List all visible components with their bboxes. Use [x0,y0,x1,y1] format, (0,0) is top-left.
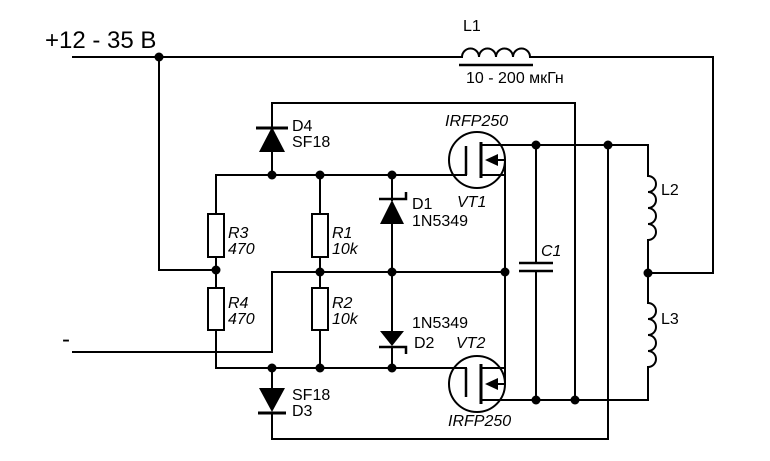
junction-dot [531,395,541,405]
wire-top-rail-right-to-center-tap [529,56,714,274]
junction-dot [387,170,397,180]
c1-ref-label: C1 [541,243,561,260]
d2-cathode-bar [379,345,408,354]
junction-dot [387,267,397,277]
vt2-ref-label: VT2 [456,335,485,352]
l2-coil [646,174,657,242]
r4-ref-label: R4 [228,295,249,312]
wire-gate1-to-drain2-link [271,102,576,401]
wire-gate2-to-drain1-link [271,144,609,440]
junction-dot [500,267,510,277]
inductor-L3: L3 [646,301,679,369]
vt1-value-label: IRFP250 [445,113,508,130]
vt1-source-arrow [485,154,498,166]
r1-ref-label: R1 [332,225,352,242]
d4-ref-label: D4 [292,118,313,135]
mosfet-VT1: IRFP250 VT1 [445,113,508,211]
d1-value-label: 1N5349 [412,213,468,230]
d1-cathode-bar [379,192,408,201]
d3-ref-label: D3 [292,403,313,420]
d1-ref-label: D1 [412,196,433,213]
l1-coil [460,47,532,59]
r3-body [207,213,225,258]
diode-D3: SF18 D3 [258,387,330,420]
l1-ref-label: L1 [463,18,481,35]
d4-value-label: SF18 [292,134,330,151]
junction-dot [570,395,580,405]
l3-ref-label: L3 [661,311,679,328]
vt2-value-label: IRFP250 [448,413,511,430]
resistor-R4: R4 470 [207,287,255,331]
d3-triangle [259,388,285,412]
wire-drain1-rail [480,144,649,177]
r2-value-label: 10k [332,311,359,328]
mosfet-VT2: VT2 IRFP250 [448,335,511,430]
r2-ref-label: R2 [332,295,353,312]
junction-dot [603,140,613,150]
inductor-L2: L2 [646,174,679,242]
junction-dot [387,363,397,373]
r3-ref-label: R3 [228,225,249,242]
inductor-L1: L1 10 - 200 мкГн [459,18,564,87]
vt2-arrow-tail [496,367,506,385]
r2-body [311,287,329,331]
diode-D4: D4 SF18 [256,118,330,152]
junction-dot [154,52,164,62]
d3-value-label: SF18 [292,387,330,404]
junction-dot [211,265,221,275]
vt2-source-arrow [485,378,498,390]
l1-value-label: 10 - 200 мкГн [466,70,564,87]
junction-dot [315,267,325,277]
junction-dot [267,363,277,373]
r1-body [311,213,329,258]
junction-dot [267,170,277,180]
resistor-R2: R2 10k [311,287,359,331]
d1-triangle [380,200,404,224]
l3-coil [646,301,657,369]
d2-triangle [380,331,404,346]
d4-triangle [259,127,285,152]
junction-dot [315,170,325,180]
d2-value-label: 1N5349 [412,315,468,332]
r3-value-label: 470 [228,241,255,258]
vt1-arrow-tail [496,159,506,176]
d2-ref-label: D2 [414,335,435,352]
resistor-R3: R3 470 [207,213,255,258]
resistor-R1: R1 10k [311,213,359,258]
vt1-ref-label: VT1 [457,194,486,211]
positive-rail-label: +12 - 35 В [45,27,156,54]
zener-D2: 1N5349 D2 [379,315,468,354]
junction-dot [315,363,325,373]
junction-dot [531,140,541,150]
wires [72,56,714,440]
negative-rail-label: - [62,326,70,353]
junction-dot [643,268,653,278]
r4-value-label: 470 [228,311,255,328]
wire-drain2-line [480,366,649,401]
zener-D1: D1 1N5349 [379,192,468,230]
junction-dots [154,52,653,405]
r4-body [207,287,225,331]
capacitor-C1: C1 [519,243,561,273]
wire-positive-feed [158,56,217,271]
r1-value-label: 10k [332,241,359,258]
l2-ref-label: L2 [661,182,679,199]
